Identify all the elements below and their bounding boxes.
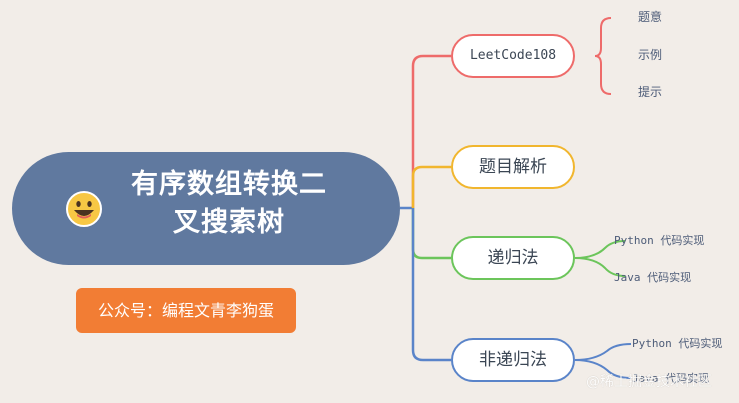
leaf-problem-statement[interactable]: 题意 (638, 10, 663, 24)
branch-node-analysis[interactable]: 题目解析 (451, 145, 575, 189)
root-title-line1: 有序数组转换二 (131, 169, 327, 200)
leetcode-brace (594, 17, 612, 95)
wechat-account-badge[interactable]: 公众号：编程文青李狗蛋 (76, 288, 296, 333)
nonrec-child-connector-python (574, 343, 632, 361)
recursive-child-connector-python (574, 240, 626, 259)
branch-node-nonrecursive[interactable]: 非递归法 (451, 338, 575, 382)
branch-connector-nonrecursive (411, 208, 451, 362)
recursive-child-connector-java (574, 257, 626, 277)
branch-connector-recursive (411, 208, 451, 260)
watermark: @稀土掘金技术社区 (586, 374, 712, 390)
leaf-examples[interactable]: 示例 (638, 48, 663, 62)
grinning-face-icon (66, 191, 102, 227)
branch-connector-analysis (411, 165, 451, 208)
branch-node-recursive[interactable]: 递归法 (451, 236, 575, 280)
nonrec-child-connector-java (574, 359, 632, 379)
leaf-nonrecursive-java[interactable]: Java 代码实现 (632, 372, 710, 385)
root-title: 有序数组转换二 叉搜索树 (104, 166, 354, 242)
leaf-hints[interactable]: 提示 (638, 85, 663, 99)
branch-connector-leetcode (411, 54, 451, 208)
leaf-nonrecursive-python[interactable]: Python 代码实现 (632, 337, 723, 350)
leaf-recursive-python[interactable]: Python 代码实现 (614, 234, 705, 247)
leaf-recursive-java[interactable]: Java 代码实现 (614, 271, 692, 284)
root-title-line2: 叉搜索树 (173, 207, 285, 238)
branch-node-leetcode[interactable]: LeetCode108 (451, 34, 575, 78)
